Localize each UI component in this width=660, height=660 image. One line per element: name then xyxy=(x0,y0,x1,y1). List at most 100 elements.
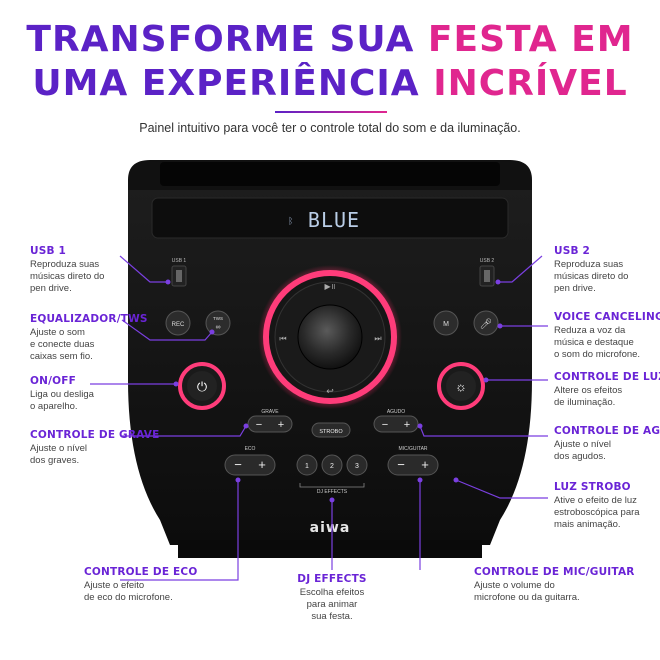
callout-title: USB 2 xyxy=(554,245,591,257)
tws-button[interactable] xyxy=(205,310,231,336)
eco-stepper[interactable] xyxy=(224,454,276,476)
mic-guitar-stepper[interactable] xyxy=(387,454,439,476)
return-icon[interactable]: ↩ xyxy=(326,386,334,396)
voice-cancel-button[interactable] xyxy=(473,310,499,336)
dj-effect-2-label: 2 xyxy=(330,463,334,470)
headline-part: UMA EXPERIÊNCIA xyxy=(32,63,434,104)
power-icon: ⏻ xyxy=(197,379,207,394)
usb2-slot xyxy=(484,270,490,282)
subtitle: Painel intuitivo para você ter o control… xyxy=(139,121,521,135)
strobo-button[interactable] xyxy=(311,422,351,438)
leader-usb1 xyxy=(119,255,168,283)
strobo-label: STROBO xyxy=(319,429,343,435)
eco-minus-icon[interactable]: − xyxy=(234,457,242,472)
m-label: M xyxy=(443,321,449,328)
mic-minus-icon[interactable]: − xyxy=(397,457,405,472)
headline-line-2: UMA EXPERIÊNCIA INCRÍVEL xyxy=(0,64,660,104)
m-button[interactable] xyxy=(433,310,459,336)
callout-title: CONTROLE DE AGUDO xyxy=(554,425,660,437)
callout-title: DJ EFFECTS xyxy=(297,573,367,585)
callout-title: EQUALIZADOR/TWS xyxy=(30,313,148,325)
tws-label: TWS xyxy=(213,316,223,321)
microphone-icon: 🎤︎ xyxy=(480,318,493,330)
headline-divider xyxy=(275,111,387,113)
callout-title: ON/OFF xyxy=(30,375,77,387)
usb2-label: USB 2 xyxy=(480,258,495,264)
dj-effect-2-button[interactable] xyxy=(321,454,343,476)
callout-title: CONTROLE DE LUZES xyxy=(554,371,660,383)
leader-usb2 xyxy=(498,255,543,283)
headline-highlight: INCRÍVEL xyxy=(433,63,628,104)
agudo-stepper[interactable] xyxy=(373,415,419,433)
dj-effect-1-button[interactable] xyxy=(296,454,318,476)
power-button-face xyxy=(187,371,217,401)
dj-effects-label: DJ EFFECTS xyxy=(317,489,348,495)
leader-dots xyxy=(165,279,503,503)
grave-stepper[interactable] xyxy=(247,415,293,433)
callout-title: LUZ STROBO xyxy=(554,481,631,493)
callout-title: CONTROLE DE MIC/GUITAR xyxy=(474,566,635,578)
agudo-label: AGUDO xyxy=(387,409,405,415)
previous-icon[interactable]: ⏮ xyxy=(279,334,286,343)
dj-effect-3-button[interactable] xyxy=(346,454,368,476)
usb1-slot xyxy=(176,270,182,282)
grave-minus-icon[interactable]: − xyxy=(256,419,262,431)
link-icon: ∞ xyxy=(216,324,221,331)
mic-guitar-label: MIC/GUITAR xyxy=(398,446,427,452)
dj-effect-3-label: 3 xyxy=(355,463,359,470)
play-pause-icon[interactable]: ▶॥ xyxy=(325,282,336,291)
leader-equalizador xyxy=(121,319,213,341)
leader-strobo xyxy=(455,479,548,499)
usb1-label: USB 1 xyxy=(172,258,187,264)
grave-label: GRAVE xyxy=(261,409,279,415)
lights-button-face xyxy=(446,371,476,401)
volume-knob[interactable] xyxy=(297,304,363,370)
dj-effect-1-label: 1 xyxy=(305,463,309,470)
headline-highlight: FESTA EM xyxy=(427,19,634,60)
grave-plus-icon[interactable]: + xyxy=(278,419,284,431)
display-text: BLUE xyxy=(308,208,360,232)
headline-line-1: TRANSFORME SUA FESTA EM xyxy=(0,20,660,60)
rec-button[interactable] xyxy=(165,310,191,336)
leader-grave xyxy=(122,425,247,437)
callout-title: CONTROLE DE GRAVE xyxy=(30,429,160,441)
callout-title: CONTROLE DE ECO xyxy=(84,566,198,578)
mic-plus-icon[interactable]: + xyxy=(421,457,429,472)
agudo-minus-icon[interactable]: − xyxy=(382,419,388,431)
eco-plus-icon[interactable]: + xyxy=(258,457,266,472)
agudo-plus-icon[interactable]: + xyxy=(404,419,410,431)
next-icon[interactable]: ⏭ xyxy=(374,334,381,343)
callout-title: VOICE CANCELING xyxy=(554,311,660,323)
headline-part: TRANSFORME SUA xyxy=(26,19,428,60)
speaker-base xyxy=(178,540,482,558)
leader-agudo xyxy=(419,425,548,437)
handle-slot xyxy=(160,162,500,186)
callout-title: USB 1 xyxy=(30,245,67,257)
bluetooth-icon: ᛒ xyxy=(288,216,293,227)
display-panel xyxy=(151,197,509,239)
